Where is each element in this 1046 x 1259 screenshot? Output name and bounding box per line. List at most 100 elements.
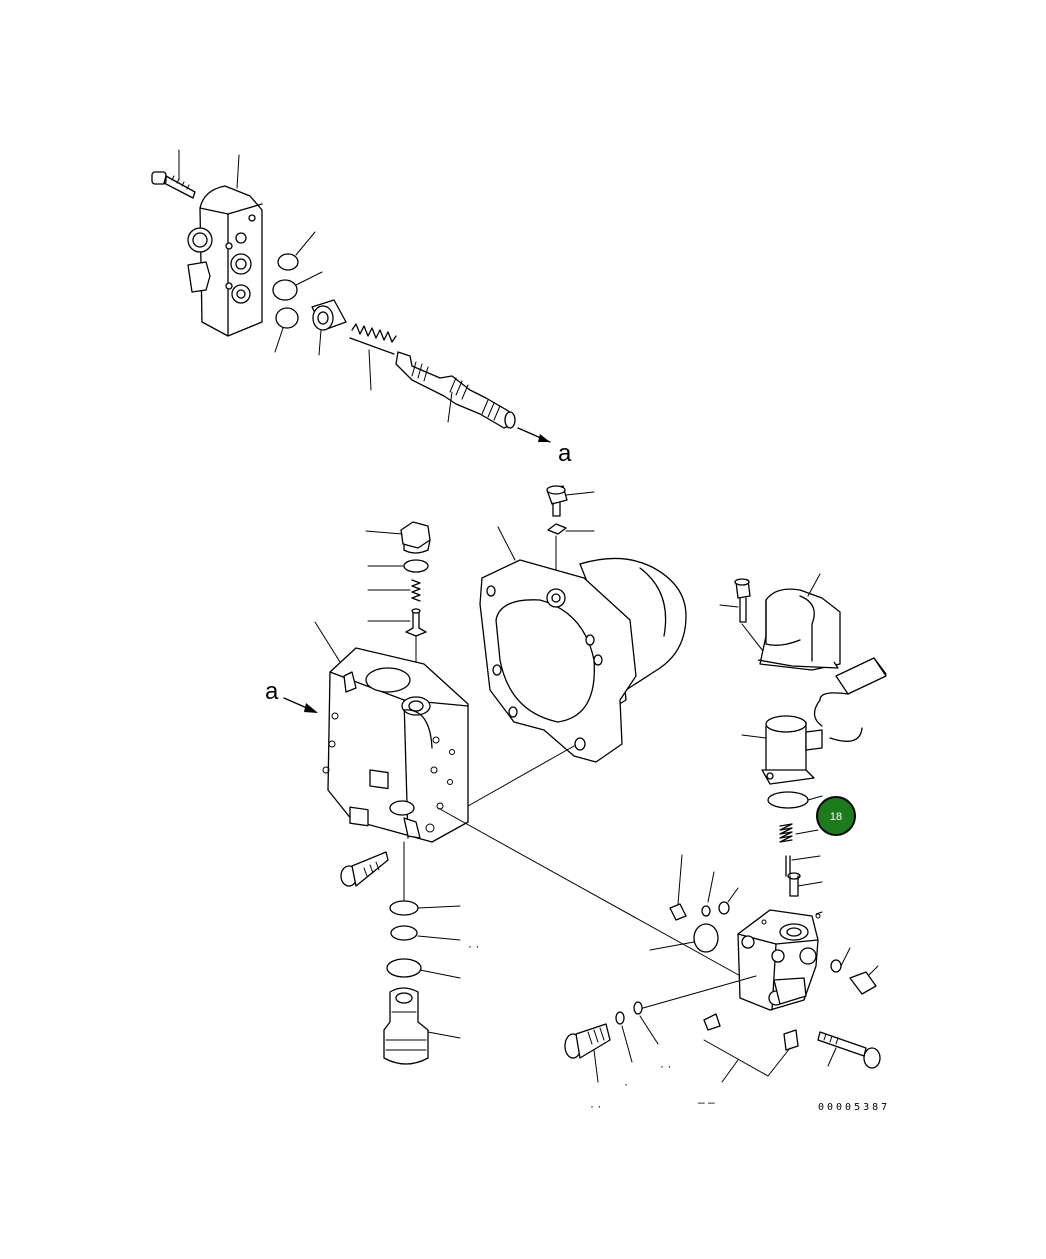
snap-ring <box>389 900 419 916</box>
housing-assembly <box>479 485 687 763</box>
leader-line <box>639 1015 659 1045</box>
placeholder-mark: · <box>624 1077 628 1091</box>
leader-line <box>236 154 240 189</box>
drawing-code: 00005387 <box>818 1102 890 1113</box>
leader-line <box>791 855 821 861</box>
solenoid-cover <box>757 588 841 671</box>
bolt-left <box>340 851 389 887</box>
leader-line <box>419 969 461 979</box>
leader-line <box>318 329 322 356</box>
leader-line <box>839 947 851 969</box>
bolt-top <box>151 171 196 199</box>
connector-plug <box>819 657 887 701</box>
badge-circle <box>816 796 856 836</box>
piston <box>405 608 427 637</box>
o-ring <box>633 1001 643 1015</box>
plug-right <box>849 971 877 995</box>
arrow-head <box>304 703 318 713</box>
leader-line <box>427 1031 461 1039</box>
leader-line <box>497 526 516 561</box>
solenoid-coil <box>761 715 823 785</box>
banjo-bolt <box>564 1023 611 1059</box>
leader-line <box>274 327 284 353</box>
leader-line <box>649 941 695 951</box>
leader-line <box>417 905 461 909</box>
ref-mark-left: a <box>265 678 279 705</box>
gasket <box>693 923 719 953</box>
leader-line <box>727 887 739 903</box>
sleeve <box>311 299 347 331</box>
leader-line <box>295 271 323 286</box>
leader-line <box>447 391 453 423</box>
spring-top <box>349 323 397 355</box>
leader-line <box>807 573 821 597</box>
connection-line <box>635 975 757 1011</box>
o-ring <box>830 959 842 973</box>
o-ring <box>275 307 299 329</box>
placeholder-mark: · · <box>660 1059 671 1073</box>
mounting-flange <box>479 559 637 763</box>
spool <box>395 351 516 429</box>
placeholder-mark: · · <box>468 939 479 953</box>
cap-bolt-center <box>546 485 568 517</box>
leader-line <box>795 829 819 835</box>
solenoid-assembly: 18 <box>564 573 887 1083</box>
small-valve-block <box>737 909 821 1011</box>
o-ring <box>390 925 418 941</box>
leader-line <box>707 871 715 903</box>
connection-line <box>467 745 575 807</box>
plug <box>400 521 431 554</box>
leader-line <box>621 1025 633 1063</box>
valve-body-top <box>187 185 263 337</box>
o-ring <box>701 905 711 917</box>
leader-line <box>365 530 403 535</box>
leader-line <box>368 349 372 391</box>
leader-line <box>721 1059 739 1083</box>
plug-lower <box>703 1013 721 1031</box>
leader-line <box>295 231 316 256</box>
o-ring <box>615 1011 625 1025</box>
leader-line <box>417 935 461 941</box>
placeholder-mark: · · <box>590 1099 601 1113</box>
leader-line <box>815 911 823 915</box>
o-ring <box>403 559 429 573</box>
washer <box>547 523 567 535</box>
highlight-badge-18[interactable]: 18 <box>816 796 856 836</box>
arrow-head <box>538 434 550 442</box>
leader-line <box>593 1049 599 1083</box>
leader-line <box>741 734 767 739</box>
badge-label: 18 <box>830 811 842 823</box>
placeholder-mark: – – <box>698 1095 715 1109</box>
spring <box>411 579 421 602</box>
cartridge-valve <box>383 987 429 1065</box>
connection-line <box>437 807 745 979</box>
wire <box>829 727 863 742</box>
leader-line <box>677 854 683 905</box>
ref-mark-upper: a <box>558 440 572 467</box>
o-ring <box>277 253 299 271</box>
cap-screw <box>734 578 751 623</box>
leader-line <box>565 491 595 496</box>
top-valve-assembly: a <box>151 149 572 467</box>
wire <box>813 699 823 727</box>
pump-case-block <box>322 647 469 843</box>
pump-case-assembly: a <box>265 521 745 1065</box>
leader-line <box>797 881 823 887</box>
o-ring <box>272 279 298 301</box>
leader-line <box>807 795 823 801</box>
leader-bracket <box>703 1039 791 1077</box>
leader-line <box>827 1047 837 1067</box>
plug-lower <box>783 1029 799 1051</box>
o-ring-18 <box>767 791 809 809</box>
plug-small <box>669 903 687 921</box>
pin <box>785 855 791 877</box>
o-ring <box>386 958 422 978</box>
spring-small <box>779 823 793 843</box>
bolt-small <box>787 872 801 897</box>
bolt-long <box>817 1031 881 1069</box>
leader-line <box>314 621 341 663</box>
leader-line <box>719 604 739 608</box>
o-ring <box>718 901 730 915</box>
